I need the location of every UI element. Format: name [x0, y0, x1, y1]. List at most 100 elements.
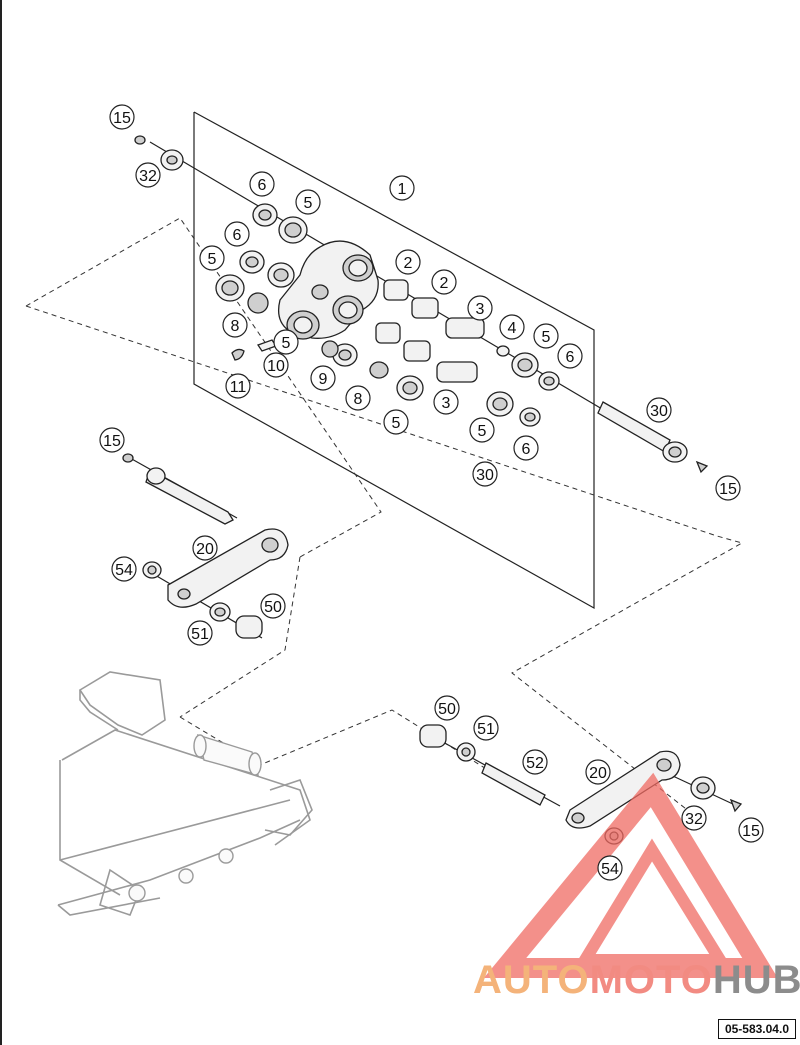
watermark-part-moto: MOTO [589, 958, 713, 1002]
callout-circle [513, 435, 539, 461]
callout-20: 20 [192, 535, 218, 561]
callout-number: 5 [392, 415, 401, 432]
callout-3: 3 [433, 389, 459, 415]
callout-20: 20 [585, 759, 611, 785]
callout-number: 32 [685, 811, 703, 828]
callout-circle [222, 312, 248, 338]
callout-number: 30 [476, 467, 494, 484]
callout-number: 6 [258, 177, 267, 194]
callout-number: 5 [542, 329, 551, 346]
callout-circle [395, 249, 421, 275]
callout-6: 6 [249, 171, 275, 197]
callout-circle [111, 556, 137, 582]
callout-circle [345, 385, 371, 411]
callout-15: 15 [99, 427, 125, 453]
callout-circle [681, 805, 707, 831]
callout-circle [249, 171, 275, 197]
callout-circle [199, 245, 225, 271]
callout-30: 30 [646, 397, 672, 423]
callout-circle [389, 175, 415, 201]
callout-circle [467, 295, 493, 321]
watermark-text: AUTOMOTOHUB [473, 958, 800, 1003]
callout-circle [260, 593, 286, 619]
callout-number: 52 [526, 755, 544, 772]
callout-51: 51 [187, 620, 213, 646]
callout-10: 10 [263, 352, 289, 378]
callout-number: 51 [477, 721, 495, 738]
callout-4: 4 [499, 314, 525, 340]
rocker-link-part-1 [277, 240, 379, 340]
callout-circle [310, 365, 336, 391]
callout-2: 2 [431, 269, 457, 295]
bolts-and-nuts [122, 135, 743, 845]
callout-circle [499, 314, 525, 340]
callout-50: 50 [434, 695, 460, 721]
callout-5: 5 [199, 245, 225, 271]
callout-number: 30 [650, 403, 668, 420]
callout-number: 5 [304, 195, 313, 212]
callout-5: 5 [469, 417, 495, 443]
callout-number: 5 [478, 423, 487, 440]
callout-number: 11 [230, 379, 247, 396]
callout-number: 20 [196, 541, 214, 558]
callout-51: 51 [473, 715, 499, 741]
watermark-triangle-logo [483, 772, 778, 978]
watermark-part-auto: AUTO [473, 958, 590, 1002]
callout-1: 1 [389, 175, 415, 201]
callout-number: 6 [522, 441, 531, 458]
callout-number: 2 [440, 275, 449, 292]
callout-number: 54 [115, 562, 133, 579]
callout-circle [585, 759, 611, 785]
callout-15: 15 [738, 817, 764, 843]
callout-circle [109, 104, 135, 130]
callout-number: 5 [208, 251, 217, 268]
callout-number: 15 [719, 481, 737, 498]
callout-32: 32 [681, 805, 707, 831]
pull-rods-part-20 [167, 528, 681, 829]
watermark-part-hub: HUB [712, 958, 800, 1002]
callout-circle [273, 329, 299, 355]
callout-circle [533, 323, 559, 349]
callout-9: 9 [310, 365, 336, 391]
callout-number: 6 [566, 349, 575, 366]
callout-circle [434, 695, 460, 721]
callout-number: 51 [191, 626, 209, 643]
dashed-assembly-guides [25, 141, 744, 813]
motorcycle-frame-section [57, 671, 313, 916]
callout-number: 5 [282, 335, 291, 352]
callout-circle [469, 417, 495, 443]
callout-circle [557, 343, 583, 369]
callout-32: 32 [135, 162, 161, 188]
callout-11: 11 [225, 373, 251, 399]
rocker-bearings-and-seals [215, 203, 560, 427]
callout-2: 2 [395, 249, 421, 275]
callout-3: 3 [467, 295, 493, 321]
callout-5: 5 [383, 409, 409, 435]
callout-circle [187, 620, 213, 646]
callout-number: 50 [438, 701, 456, 718]
assembly-box-outline [193, 111, 595, 610]
callout-15: 15 [715, 475, 741, 501]
callout-number: 8 [231, 318, 240, 335]
callout-15: 15 [109, 104, 135, 130]
callout-number: 15 [103, 433, 121, 450]
callout-54: 54 [597, 855, 623, 881]
callout-circle [473, 715, 499, 741]
callout-number: 2 [404, 255, 413, 272]
callout-circle [263, 352, 289, 378]
callout-6: 6 [513, 435, 539, 461]
callout-number: 6 [233, 227, 242, 244]
callout-circle [715, 475, 741, 501]
callout-50: 50 [260, 593, 286, 619]
callout-52: 52 [522, 749, 548, 775]
callout-circle [431, 269, 457, 295]
callout-8: 8 [222, 312, 248, 338]
callout-circle [295, 189, 321, 215]
callout-5: 5 [533, 323, 559, 349]
callout-circle [646, 397, 672, 423]
callout-number: 3 [442, 395, 451, 412]
callout-5: 5 [273, 329, 299, 355]
callout-8: 8 [345, 385, 371, 411]
